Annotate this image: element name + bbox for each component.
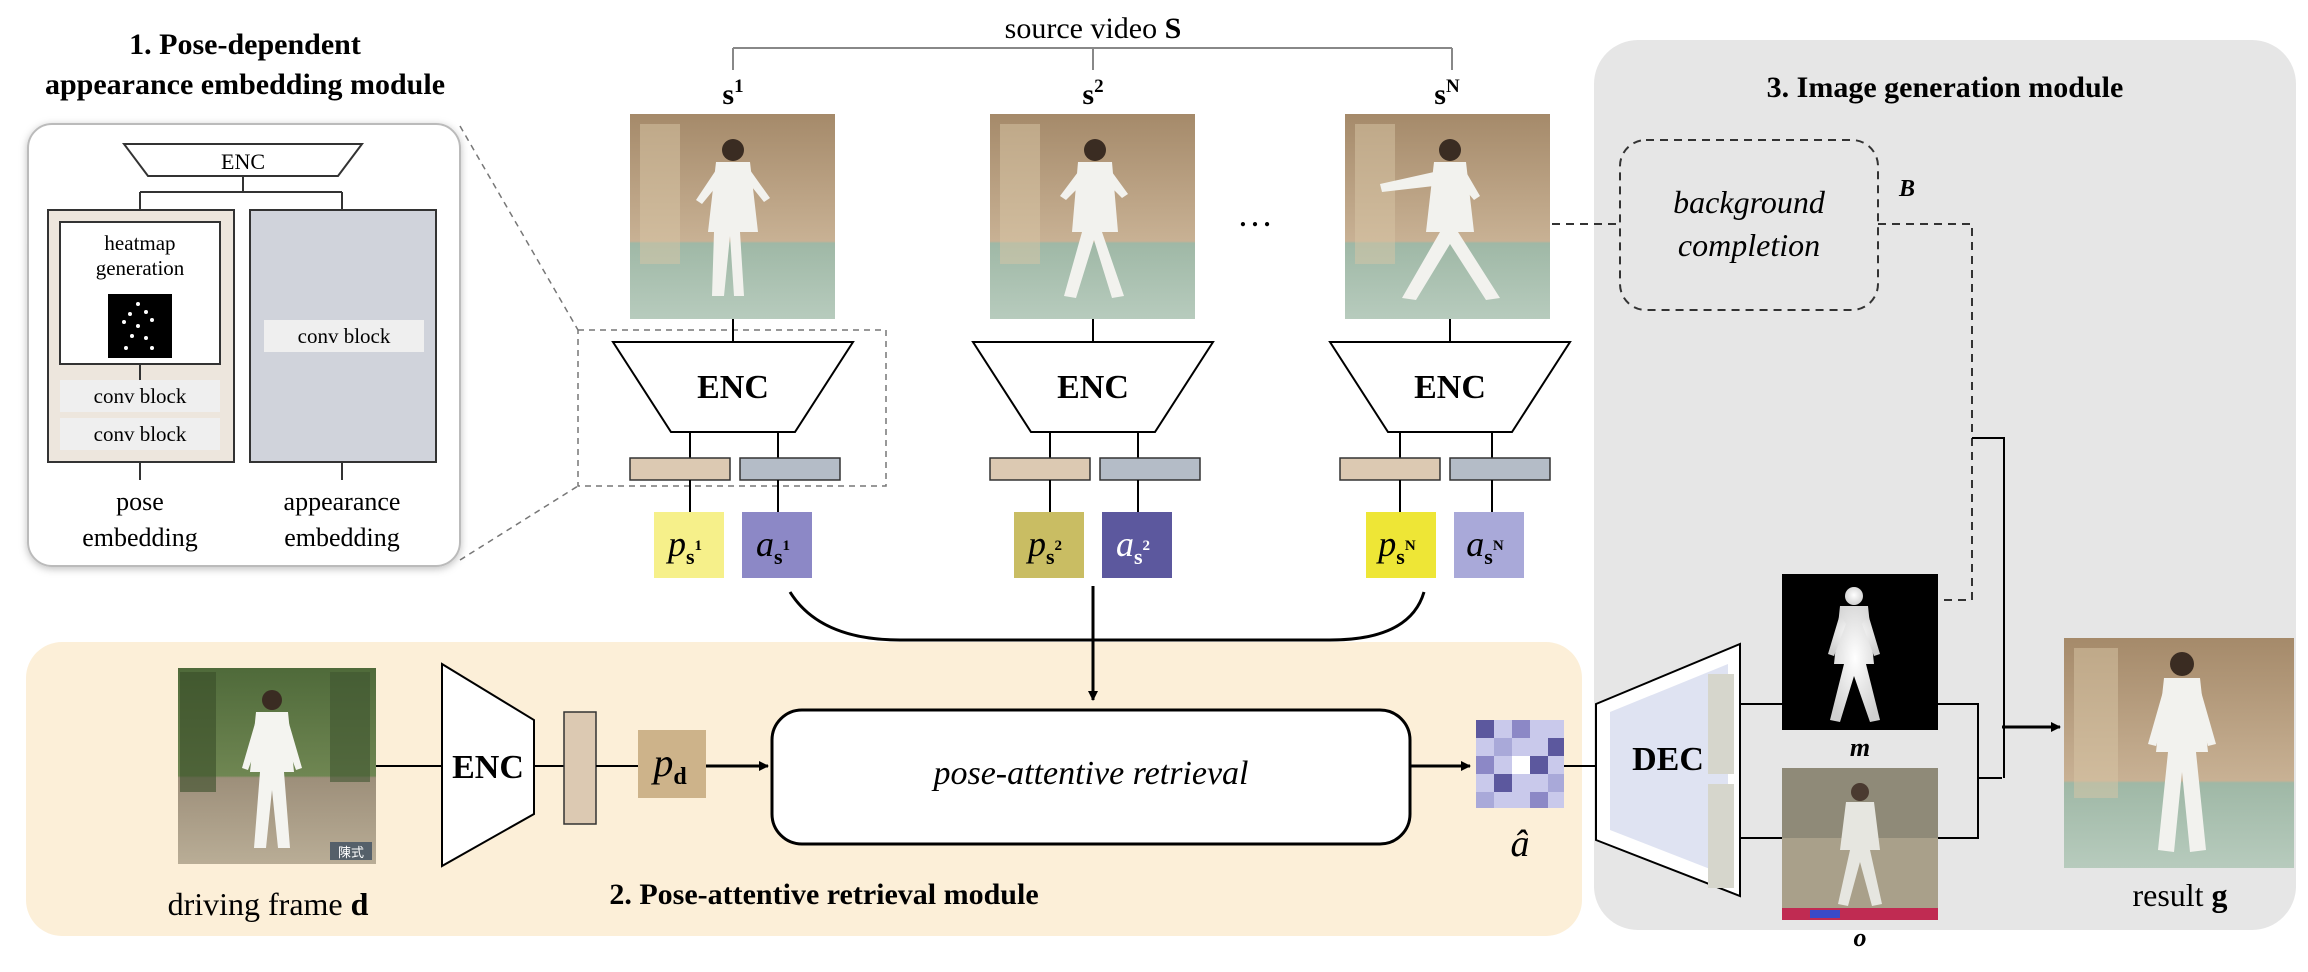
source-encoder-1-label: ENC [697, 369, 769, 406]
output-image [1782, 768, 1938, 920]
appearance-feature-1 [739, 457, 841, 481]
conv-block-3-label: conv block [298, 324, 391, 348]
conv-block-1 [60, 380, 220, 412]
pose-embedding-s2 [1014, 512, 1084, 578]
module1-enc-block [122, 143, 364, 177]
pose-embedding-line2: embedding [82, 523, 198, 552]
pose-embedding-line1: pose [116, 487, 164, 516]
background-completion-line2: completion [1678, 227, 1820, 263]
decoder-output-feature-1 [1708, 674, 1734, 774]
module1-title-line1: 1. Pose-dependent [129, 28, 361, 61]
source-encoder-2: ENC ps2 as2 [971, 319, 1215, 578]
driving-pose-feature [563, 711, 597, 825]
mask-to-result-line [1938, 703, 2002, 779]
driving-encoder [441, 662, 535, 868]
pose-feature-1 [629, 457, 731, 481]
conv-block-1-label: conv block [94, 384, 187, 408]
background-to-mask-line [1878, 223, 1973, 601]
output-to-result-line [1938, 778, 1979, 839]
b-label: B [1898, 176, 1915, 202]
svg-text:as2: as2 [1116, 524, 1150, 569]
source-frame-1: s1 [630, 76, 835, 319]
source-frame-n: sN [1345, 76, 1550, 319]
driving-pose-embedding [638, 730, 706, 798]
appearance-feature-n [1449, 457, 1551, 481]
source-frame-2: s2 [990, 76, 1195, 319]
frames-ellipsis: … [1237, 194, 1273, 234]
source-video-title: source video S [1005, 12, 1182, 45]
appearance-embedding-line1: appearance [284, 487, 401, 516]
pose-attentive-retrieval-label: pose-attentive retrieval [931, 755, 1248, 792]
svg-text:ps1: ps1 [665, 524, 702, 569]
driving-encoder-label: ENC [452, 749, 524, 786]
background-to-result-line [1972, 437, 2005, 778]
decoder-label: DEC [1632, 741, 1704, 778]
source-frame-2-label: s2 [1082, 76, 1103, 111]
driving-frame-watermark: 陳式 [338, 845, 364, 860]
result-image [2064, 638, 2294, 868]
module1-title-line2: appearance embedding module [45, 68, 445, 101]
svg-text:pd: pd [650, 740, 687, 790]
pose-feature-n [1339, 457, 1441, 481]
source-encoder-2-label: ENC [1057, 369, 1129, 406]
module2-title: 2. Pose-attentive retrieval module [609, 878, 1038, 911]
callout-line-top [459, 125, 579, 331]
pose-embedding-sn [1366, 512, 1436, 578]
heatmap-label-line2: generation [96, 256, 185, 280]
result-label: result g [2132, 877, 2227, 913]
source-encoder-n-label: ENC [1414, 369, 1486, 406]
svg-text:psN: psN [1375, 524, 1416, 569]
svg-text:ps2: ps2 [1025, 524, 1062, 569]
background-completion-box [1619, 139, 1879, 311]
conv-block-3 [264, 320, 424, 352]
a-hat-label: â [1511, 823, 1530, 865]
svg-text:as1: as1 [756, 524, 790, 569]
source-encoder-n: ENC psN asN [1328, 319, 1572, 578]
appearance-feature-2 [1099, 457, 1201, 481]
mask-label: m [1850, 733, 1870, 762]
pose-embedding-s1 [654, 512, 724, 578]
appearance-embedding-line2: embedding [284, 523, 400, 552]
decoder-output-feature-2 [1708, 784, 1734, 888]
conv-block-2 [60, 418, 220, 450]
module1-enc-label: ENC [221, 149, 265, 174]
module3-title: 3. Image generation module [1767, 71, 2124, 104]
driving-frame-image: 陳式 [178, 668, 376, 864]
conv-block-2-label: conv block [94, 422, 187, 446]
source-encoder-1: ENC ps1 as1 [611, 319, 855, 578]
a-hat-mosaic [1476, 720, 1564, 808]
appearance-embedding-sn [1454, 512, 1524, 578]
mask-image [1782, 574, 1938, 730]
appearance-embedding-s1 [742, 512, 812, 578]
pose-feature-2 [989, 457, 1091, 481]
output-label: o [1854, 923, 1867, 952]
background-completion-line1: background [1673, 184, 1826, 220]
source-frame-n-label: sN [1434, 76, 1460, 111]
heatmap-label-line1: heatmap [104, 231, 175, 255]
source-frame-1-label: s1 [722, 76, 743, 111]
merge-curve [788, 591, 1426, 642]
pose-attentive-retrieval-box [770, 708, 1412, 846]
svg-text:asN: asN [1466, 524, 1504, 569]
callout-line-bottom [459, 485, 579, 561]
appearance-embedding-s2 [1102, 512, 1172, 578]
driving-frame-label: driving frame d [168, 886, 369, 922]
